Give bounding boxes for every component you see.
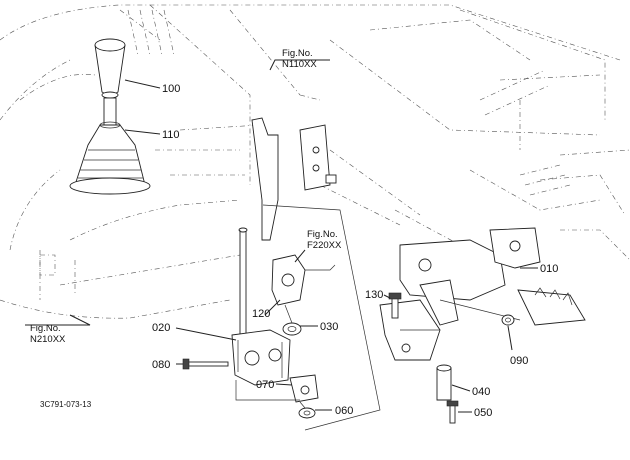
washer-060: [298, 407, 316, 419]
part-label-060: 060: [335, 405, 353, 417]
leader-lines: [25, 59, 538, 413]
fig-ref-n110-line1: Fig.No.: [282, 48, 313, 59]
nut-090: [501, 314, 515, 326]
bolt-130: [388, 292, 402, 319]
shift-boot: [69, 97, 151, 195]
part-label-130: 130: [365, 289, 383, 301]
part-label-050: 050: [474, 407, 492, 419]
part-labels: 100 110 010 130 120 030 020 080 070 060 …: [152, 83, 558, 419]
body-panel-outline: [0, 4, 630, 319]
drawing-code: 3C791-073-13: [40, 400, 92, 409]
shift-bracket-upper: [251, 117, 336, 306]
part-label-100: 100: [162, 83, 180, 95]
pin-040: [436, 364, 452, 401]
part-label-090: 090: [510, 355, 528, 367]
upper-bracket: [299, 124, 337, 191]
bolt-080: [182, 358, 229, 370]
part-label-020: 020: [152, 322, 170, 334]
fig-ref-f220-line2: F220XX: [307, 240, 342, 251]
bracket-070: [289, 374, 319, 403]
part-label-010: 010: [540, 263, 558, 275]
fig-ref-n210-line1: Fig.No.: [30, 323, 61, 334]
fig-ref-f220-line1: Fig.No.: [307, 229, 338, 240]
shift-lever: [231, 227, 291, 386]
fig-ref-n110-line2: N110XX: [282, 59, 317, 70]
part-label-110: 110: [162, 129, 180, 141]
part-label-120: 120: [252, 308, 270, 320]
assembly-lines: [235, 204, 381, 431]
gate-plate: [517, 287, 586, 326]
shift-guide-bracket: [379, 227, 541, 361]
bolt-050: [446, 400, 459, 424]
part-label-070: 070: [256, 379, 274, 391]
fig-ref-n210-line2: N210XX: [30, 334, 66, 345]
figure-references: Fig.No. N110XX Fig.No. F220XX Fig.No. N2…: [30, 48, 342, 345]
part-label-030: 030: [320, 321, 338, 333]
part-label-040: 040: [472, 386, 490, 398]
shift-knob: [94, 38, 126, 99]
collar-030: [282, 322, 302, 336]
part-label-080: 080: [152, 359, 170, 371]
